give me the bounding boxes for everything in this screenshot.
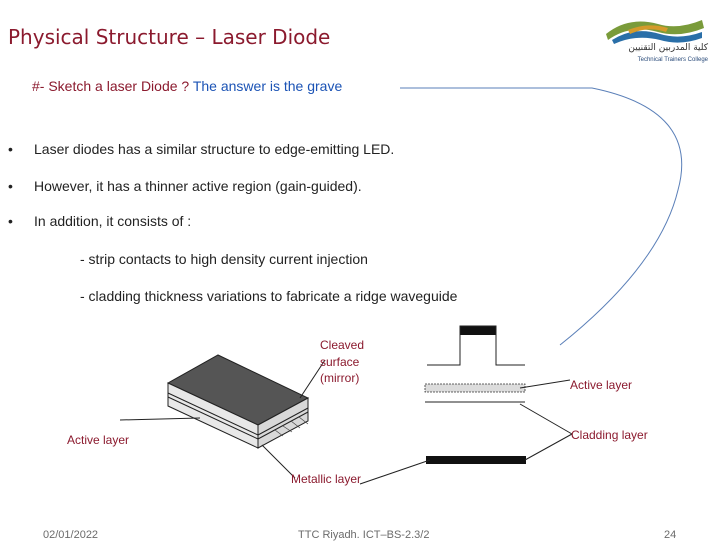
cladding-layer-label: Cladding layer bbox=[571, 428, 648, 442]
college-logo: كلية المدربين التقنيين Technical Trainer… bbox=[598, 10, 710, 66]
grave-arrow-curve bbox=[400, 87, 683, 346]
slide-title: Physical Structure – Laser Diode bbox=[8, 25, 331, 49]
logo-arabic-text: كلية المدربين التقنيين bbox=[628, 43, 708, 53]
footer-page-number: 24 bbox=[664, 529, 677, 541]
pointer-lines bbox=[119, 359, 573, 485]
active-layer-label-left: Active layer bbox=[67, 433, 130, 447]
emission-rays bbox=[274, 416, 309, 437]
logo-graphic: كلية المدربين التقنيين Technical Trainer… bbox=[606, 20, 709, 63]
bullet-text: However, it has a thinner active region … bbox=[34, 178, 362, 194]
cleaved-label-line1: Cleaved bbox=[320, 338, 365, 352]
question-line: #- Sketch a laser Diode ? The answer is … bbox=[32, 78, 342, 94]
cleaved-label-line2: surface bbox=[320, 355, 360, 369]
question-prefix: #- Sketch a laser Diode ? bbox=[32, 78, 193, 94]
sub-item-cladding: - cladding thickness variations to fabri… bbox=[80, 288, 458, 304]
bullet-dot: • bbox=[8, 178, 13, 194]
bullet-dot: • bbox=[8, 141, 13, 157]
laser-chip-block bbox=[166, 354, 310, 449]
waveguide-cross-section bbox=[424, 325, 526, 464]
bullet-dot: • bbox=[8, 213, 13, 229]
active-layer-label-right: Active layer bbox=[570, 378, 633, 392]
logo-english-text: Technical Trainers College bbox=[638, 57, 709, 63]
bullet-item: • In addition, it consists of : bbox=[8, 213, 191, 229]
bullet-item: • Laser diodes has a similar structure to… bbox=[8, 141, 394, 157]
bullet-text: In addition, it consists of : bbox=[34, 213, 192, 229]
footer-date: 02/01/2022 bbox=[43, 529, 99, 541]
metallic-layer-label: Metallic layer bbox=[291, 472, 362, 486]
question-answer: The answer is the grave bbox=[192, 78, 343, 94]
bullet-item: • However, it has a thinner active region… bbox=[8, 178, 362, 194]
sub-item-strip-contacts: - strip contacts to high density current… bbox=[80, 251, 368, 267]
footer-center: TTC Riyadh. ICT–BS-2.3/2 bbox=[298, 529, 430, 541]
bullet-text: Laser diodes has a similar structure to … bbox=[34, 141, 395, 157]
cleaved-label-line3: (mirror) bbox=[320, 371, 360, 385]
